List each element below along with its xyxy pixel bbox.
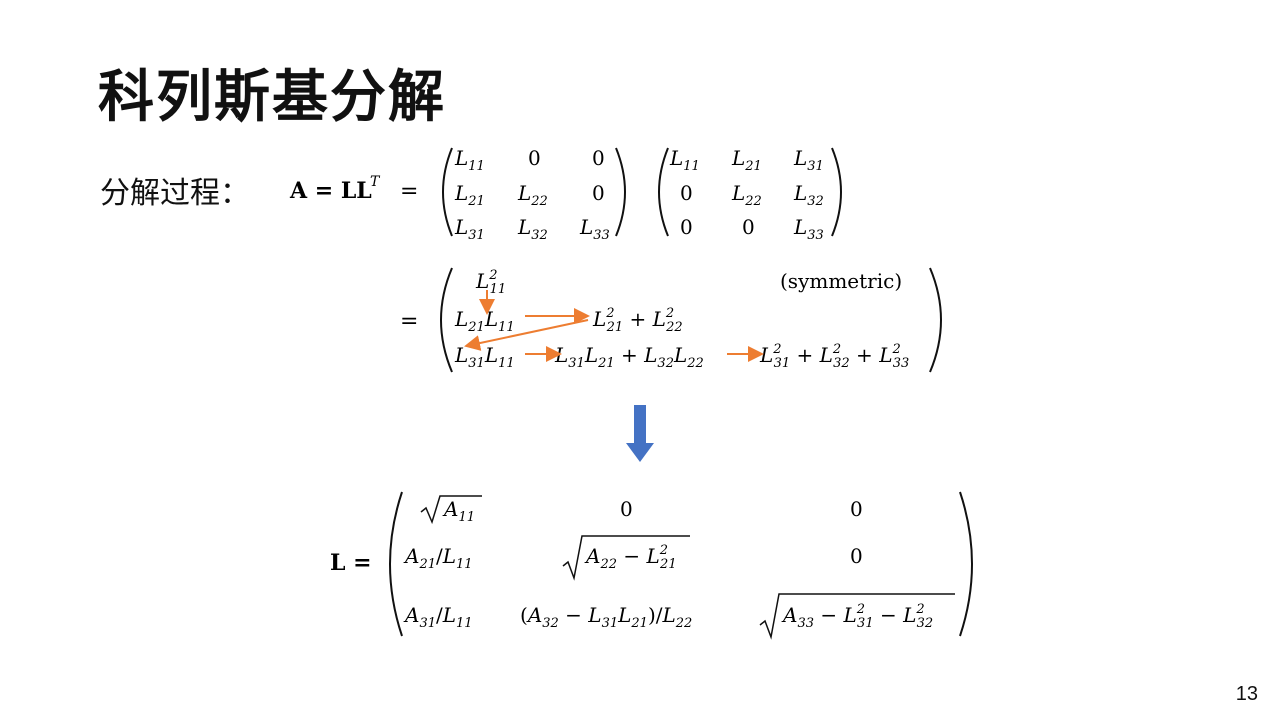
slide-title: 科列斯基分解 <box>98 65 446 130</box>
svg-text:L32: L32 <box>517 215 548 243</box>
down-arrow-icon <box>626 405 654 462</box>
svg-text:0: 0 <box>592 181 605 205</box>
bracket-right <box>615 147 626 237</box>
eq2-row2-a: L21L11 <box>454 307 515 335</box>
LT-matrix: L11 L21 L31 0 L22 L32 0 0 L33 <box>669 146 824 243</box>
svg-text:L22: L22 <box>731 181 762 209</box>
svg-text:L11: L11 <box>669 146 700 174</box>
process-label: 分解过程： <box>100 176 250 211</box>
eq2-row3-b: L31L21 + L32L22 <box>554 343 704 371</box>
svg-text:0: 0 <box>592 146 605 170</box>
svg-text:L21: L21 <box>731 146 762 174</box>
svg-text:L21: L21 <box>454 181 485 209</box>
svg-text:A31/L11: A31/L11 <box>403 603 473 631</box>
equation-1: A = LL T = L11 0 0 L21 L22 0 L31 L32 L33… <box>289 146 842 243</box>
arrow-diagonal <box>464 319 589 351</box>
bracket-left <box>389 491 403 637</box>
L-matrix: L11 0 0 L21 L22 0 L31 L32 L33 <box>454 146 610 243</box>
eq1-lhs: A = LL <box>289 178 372 204</box>
page-number: 13 <box>1235 683 1258 705</box>
svg-text:L22: L22 <box>517 181 548 209</box>
svg-text:0: 0 <box>528 146 541 170</box>
svg-text:0: 0 <box>850 497 863 521</box>
svg-text:0: 0 <box>742 215 755 239</box>
bracket-right <box>959 491 973 637</box>
svg-text:A11: A11 <box>442 497 475 525</box>
svg-text:0: 0 <box>620 497 633 521</box>
flow-arrows <box>464 290 764 362</box>
eq1-equals: = <box>400 179 418 204</box>
sqrt-sign <box>759 593 955 640</box>
svg-text:0: 0 <box>850 544 863 568</box>
symmetric-note: (symmetric) <box>780 269 902 293</box>
svg-text:L33: L33 <box>579 215 610 243</box>
svg-text:A21/L11: A21/L11 <box>403 544 473 572</box>
svg-text:0: 0 <box>680 215 693 239</box>
eq2-row3-a: L31L11 <box>454 343 515 371</box>
eq2-equals: = <box>400 309 418 334</box>
bracket-right <box>831 147 842 237</box>
svg-text:L31: L31 <box>793 146 824 174</box>
svg-text:L31: L31 <box>454 215 485 243</box>
svg-text:L32: L32 <box>793 181 824 209</box>
svg-text:0: 0 <box>680 181 693 205</box>
bracket-right <box>929 267 942 373</box>
bracket-left <box>442 147 453 237</box>
sqrt-sign <box>562 535 690 581</box>
svg-text:L33: L33 <box>793 215 824 243</box>
svg-text:L11: L11 <box>454 146 485 174</box>
bracket-left <box>658 147 669 237</box>
sqrt-sign <box>420 495 482 525</box>
eq1-lhs-sup: T <box>370 174 381 190</box>
svg-text:(A32 − L31L21)/L22: (A32 − L31L21)/L22 <box>520 603 692 631</box>
eq3-lhs: L = <box>330 550 372 576</box>
bracket-left <box>440 267 453 373</box>
